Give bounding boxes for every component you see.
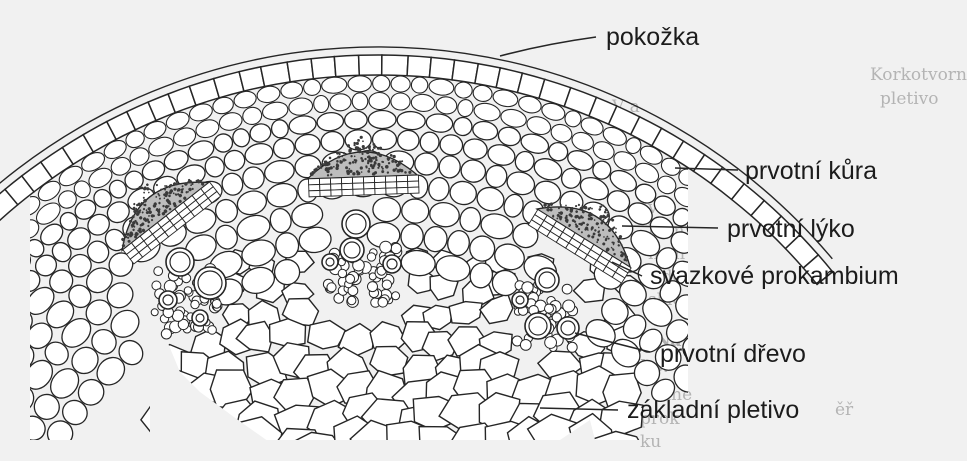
label-primary-cortex: prvotní kůra: [745, 159, 877, 184]
label-primary-xylem: prvotní dřevo: [660, 342, 806, 367]
leader-primary-phloem: [622, 226, 718, 228]
leader-epidermis: [500, 37, 596, 56]
label-procambium: svazkové prokambium: [650, 264, 899, 289]
label-primary-phloem: prvotní lýko: [727, 217, 855, 242]
label-epidermis: pokožka: [606, 25, 699, 50]
bundle-center-procambium: [308, 175, 419, 197]
label-ground-tissue: základní pletivo: [627, 398, 799, 423]
bundle-right-xylem: [512, 268, 579, 352]
